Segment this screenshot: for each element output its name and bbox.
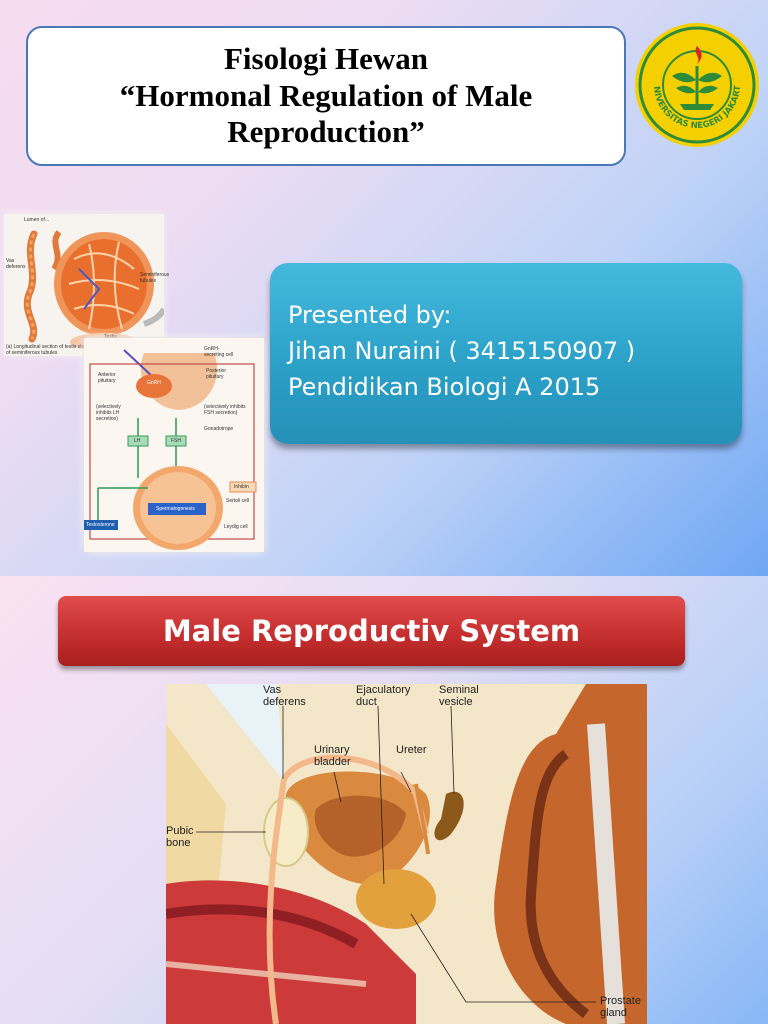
label-seminal-vesicle-2: vesicle [439,696,473,708]
label-urinary-bladder-1: Urinary [314,744,350,756]
title-line-1: Fisologi Hewan [223,41,429,77]
university-logo: UNIVERSITAS NEGERI JAKARTA [632,20,759,147]
title-line-2: “Hormonal Regulation of Male [119,77,533,113]
label-lh: LH [134,438,141,444]
label-gonadotrope: Gonadotrope [204,426,234,432]
label-ureter: Ureter [396,744,427,756]
hormone-figure: GnRH GnRH-secreting cell Anterior pituit… [84,338,264,552]
label-gnrh: GnRH [147,380,161,386]
label-vas-deferens-1: Vas [263,684,282,696]
label-posterior-pituitary: Posterior pituitary [206,368,227,380]
testis-label-vas-deferens: Vas deferens [6,258,26,270]
label-urinary-bladder-2: bladder [314,756,351,768]
presenter-line-1: Presented by: [288,301,452,329]
label-fsh: FSH [171,438,181,444]
label-inhibin: Inhibin [234,484,249,490]
label-leydig: Leydig cell [224,524,248,530]
label-seminal-vesicle-1: Seminal [439,684,479,696]
label-anterior-pituitary: Anterior pituitary [98,372,116,384]
label-testosterone: Testosterone [86,522,115,528]
testis-caption: (a) Longitudinal section of testis showi… [6,344,155,356]
label-sertoli: Sertoli cell [226,498,250,504]
label-ejaculatory-duct-2: duct [356,696,377,708]
label-pubic-bone-2: bone [166,837,191,849]
label-prostate-gland-1: Prostate [600,995,641,1007]
testis-figure: Lumen of... Vas deferens Seminiferous tu… [4,214,170,356]
testis-label-lumen: Lumen of... [24,217,50,223]
label-vas-deferens-2: deferens [263,696,306,708]
label-spermatogenesis: Spermatogenesis [156,506,195,512]
title-box: Fisologi Hewan “Hormonal Regulation of M… [26,26,626,166]
section-banner: Male Reproductiv System [58,596,685,666]
slide-2: Male Reproductiv System [0,576,768,1024]
label-inhibits-lh: (selectively inhibits LH secretion) [96,404,121,422]
label-pubic-bone-1: Pubic [166,825,194,837]
label-prostate-gland-2: gland [600,1007,627,1019]
label-inhibits-fsh: (selectively inhibits FSH secretion) [204,404,246,416]
label-ejaculatory-duct-1: Ejaculatory [356,684,411,696]
slide-1: Fisologi Hewan “Hormonal Regulation of M… [0,0,768,576]
presenter-box: Presented by: Jihan Nuraini ( 3415150907… [270,263,742,444]
presenter-line-3: Pendidikan Biologi A 2015 [288,373,601,401]
label-gnrh-cell: GnRH-secreting cell [204,346,234,358]
testis-label-tubules: Seminiferous tubules [140,272,170,284]
testis-label-testis: Testis [104,334,117,340]
title-line-3: Reproduction” [227,114,425,150]
male-reproductive-anatomy-figure: Vas deferens Ejaculatory duct Seminal ve… [166,684,647,1024]
presenter-line-2: Jihan Nuraini ( 3415150907 ) [288,337,636,365]
